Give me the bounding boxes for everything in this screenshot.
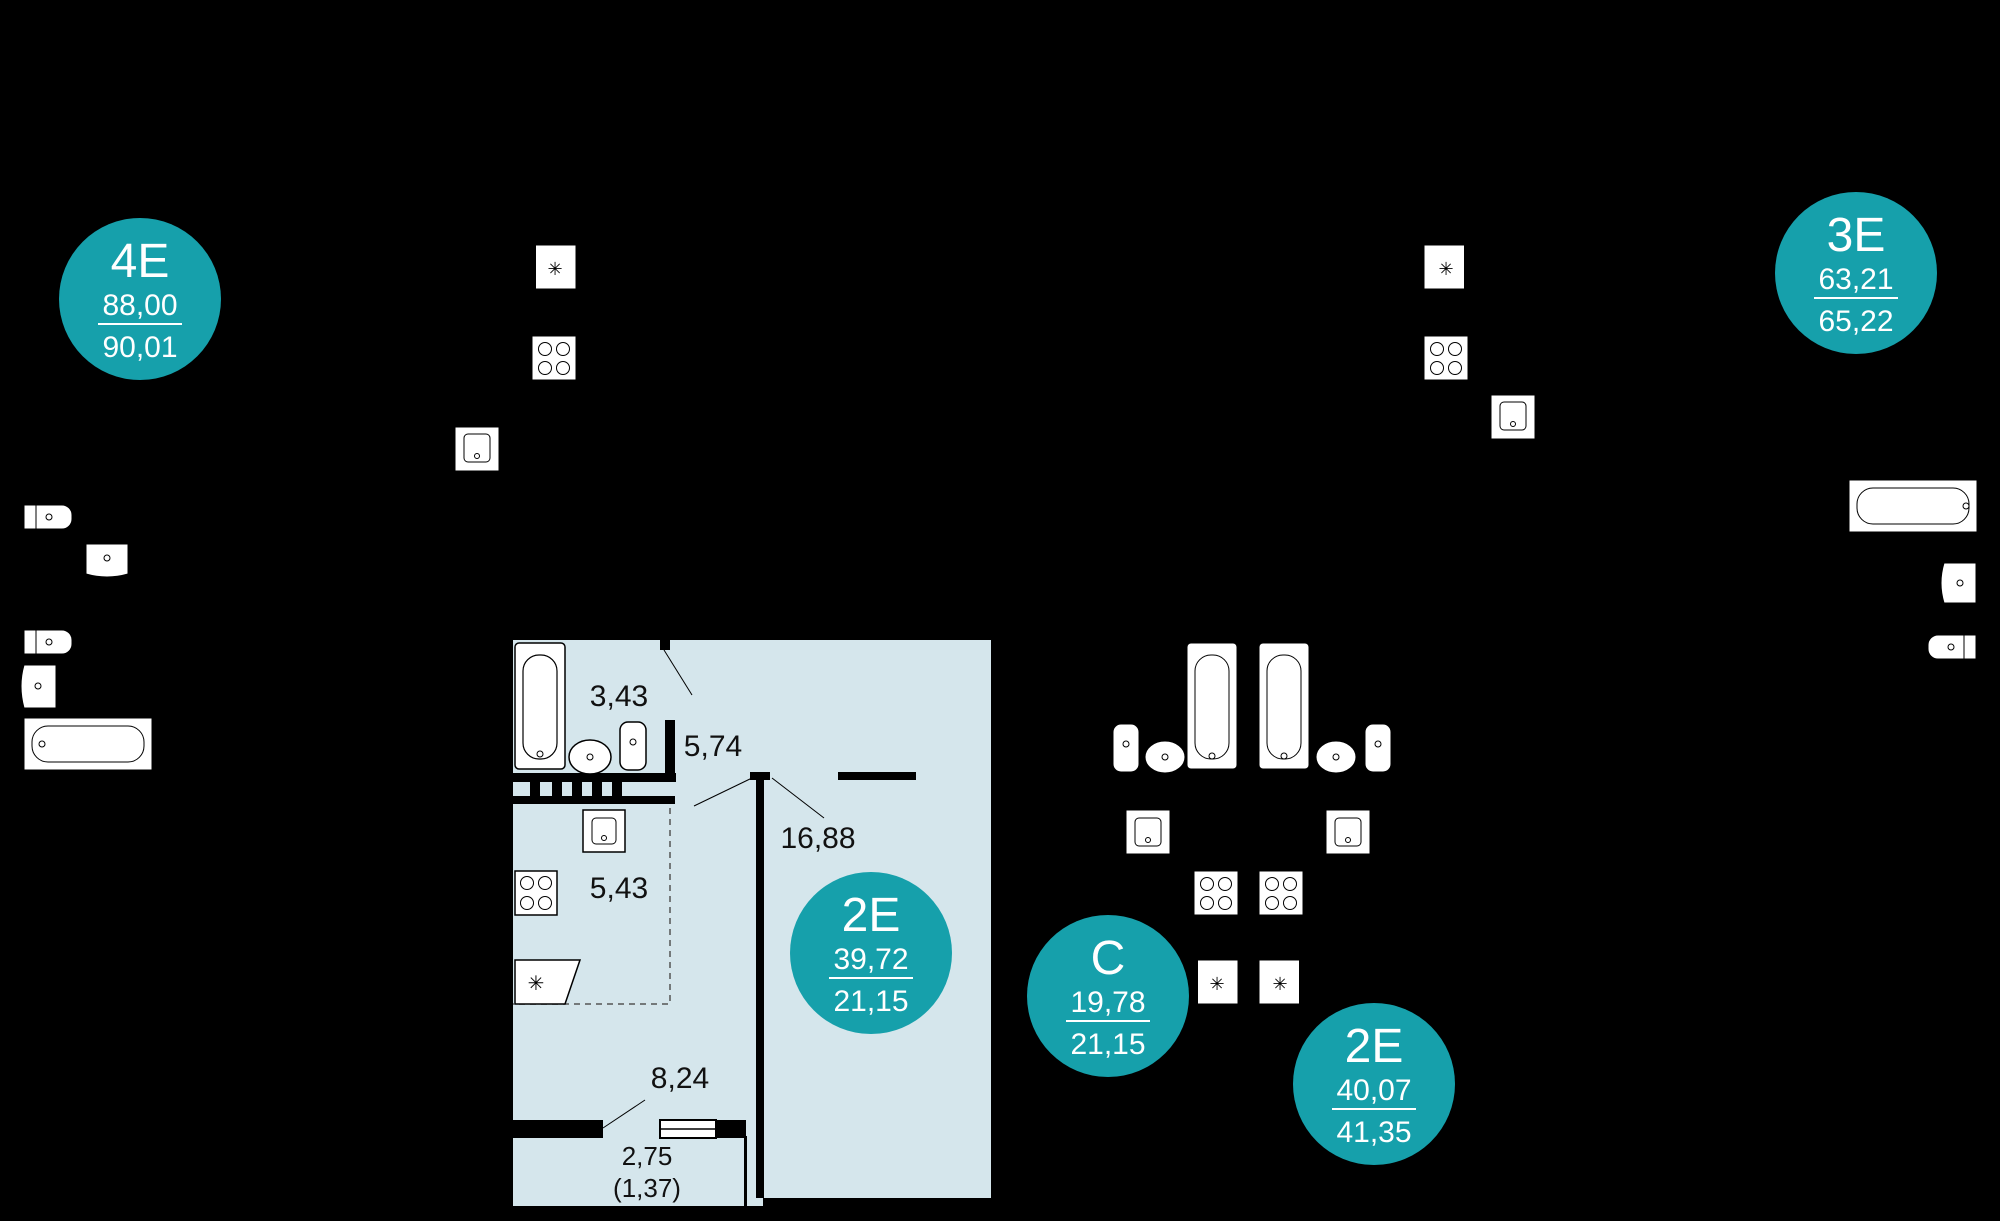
badge-area-living: 39,72	[833, 943, 908, 976]
room-area-hall: 5,74	[684, 730, 742, 763]
wall-stub	[592, 782, 602, 804]
badge-type: 3E	[1827, 209, 1886, 262]
toilet-icon	[23, 504, 73, 530]
badge-area-total: 90,01	[102, 331, 177, 364]
stove-icon	[1423, 335, 1469, 381]
badge-area-living: 63,21	[1818, 263, 1893, 296]
toilet-icon	[1927, 634, 1977, 660]
wall-balcony	[513, 1120, 603, 1138]
room-area-kitchen: 5,43	[590, 872, 648, 905]
wall-stub	[612, 782, 622, 804]
wall-living-left	[756, 778, 764, 1198]
sink-icon	[1325, 809, 1371, 855]
leader-line	[663, 649, 693, 696]
room-area-corridor: 8,24	[651, 1062, 709, 1095]
badge-circle	[1293, 1003, 1455, 1165]
badge-type: C	[1091, 932, 1126, 985]
svg-text:✳: ✳	[1272, 974, 1287, 995]
svg-text:✳: ✳	[1438, 259, 1453, 280]
apartment-badge-c[interactable]: C 19,78 21,15	[1027, 915, 1189, 1077]
door-mark	[750, 772, 770, 780]
badge-area-total: 21,15	[833, 985, 908, 1018]
stove-icon	[1193, 870, 1239, 916]
wall-stub	[530, 782, 540, 804]
leader-line	[771, 777, 825, 819]
wall-stub	[552, 782, 562, 804]
wall-living-top	[838, 772, 916, 780]
badge-area-living: 40,07	[1336, 1074, 1411, 1107]
badge-type: 4E	[111, 235, 170, 288]
sink-icon	[582, 809, 626, 853]
svg-text:✳: ✳	[1209, 974, 1224, 995]
room-area-bathroom: 3,43	[590, 680, 648, 713]
badge-area-total: 65,22	[1818, 305, 1893, 338]
leader-line	[602, 1099, 646, 1129]
fan-icon: ✳	[1258, 959, 1304, 1005]
stove-icon	[1258, 870, 1304, 916]
badge-type: 2E	[842, 889, 901, 942]
badge-circle	[790, 872, 952, 1034]
plan-bottom	[744, 1206, 994, 1221]
svg-text:✳: ✳	[547, 259, 562, 280]
bathtub-icon	[1258, 642, 1310, 770]
sink-icon	[1490, 394, 1536, 440]
svg-text:✳: ✳	[528, 971, 545, 995]
sink-icon	[1940, 562, 1977, 604]
apartment-badge-2e-selected[interactable]: 2E 39,72 21,15	[790, 872, 952, 1034]
toilet-icon	[619, 721, 647, 771]
apartment-badge-2e[interactable]: 2E 40,07 41,35	[1293, 1003, 1455, 1165]
wall-kitchen-corner	[665, 796, 675, 804]
sink-icon	[1125, 809, 1171, 855]
bathtub-icon	[514, 642, 566, 770]
bathtub-icon	[23, 717, 153, 771]
badge-area-total: 21,15	[1070, 1028, 1145, 1061]
fan-icon: ✳	[1193, 959, 1239, 1005]
badge-type: 2E	[1345, 1020, 1404, 1073]
wall-bath-bottom	[513, 773, 676, 782]
sink-icon	[1315, 740, 1357, 774]
toilet-icon	[1112, 723, 1140, 773]
room-area-living: 16,88	[780, 822, 855, 855]
stove-icon	[514, 870, 558, 916]
badge-area-living: 88,00	[102, 289, 177, 322]
wall-bath-right	[665, 720, 675, 775]
wall-balcony-right	[716, 1120, 746, 1138]
wall-balcony-side	[744, 1136, 747, 1206]
sink-icon	[20, 664, 57, 709]
apartment-badge-4e[interactable]: 4E 88,00 90,01	[59, 218, 221, 380]
bathtub-icon	[1848, 479, 1978, 533]
fan-icon: ✳	[531, 244, 577, 290]
toilet-icon	[23, 629, 73, 655]
apartment-badge-3e[interactable]: 3E 63,21 65,22	[1775, 192, 1937, 354]
fan-icon: ✳	[514, 959, 582, 1005]
sink-icon	[1144, 740, 1186, 774]
room-area-balcony: 2,75	[622, 1141, 673, 1171]
room-fill-hall-top	[915, 640, 991, 780]
badge-circle	[1027, 915, 1189, 1077]
door-mark	[660, 640, 670, 650]
sink-icon	[568, 739, 612, 775]
toilet-icon	[1364, 723, 1392, 773]
fan-icon: ✳	[1423, 244, 1469, 290]
wall-stub	[572, 782, 582, 804]
stove-icon	[531, 335, 577, 381]
wall-kitchen-top	[513, 796, 668, 804]
badge-circle	[59, 218, 221, 380]
highlighted-apartment[interactable]: ✳	[513, 640, 994, 1221]
sink-icon	[454, 426, 500, 472]
bathtub-icon	[1186, 642, 1238, 770]
badge-circle	[1775, 192, 1937, 354]
badge-area-living: 19,78	[1070, 986, 1145, 1019]
room-area-balcony-reduced: (1,37)	[613, 1173, 681, 1203]
sink-icon	[85, 543, 129, 578]
badge-area-total: 41,35	[1336, 1116, 1411, 1149]
leader-line	[693, 777, 753, 807]
